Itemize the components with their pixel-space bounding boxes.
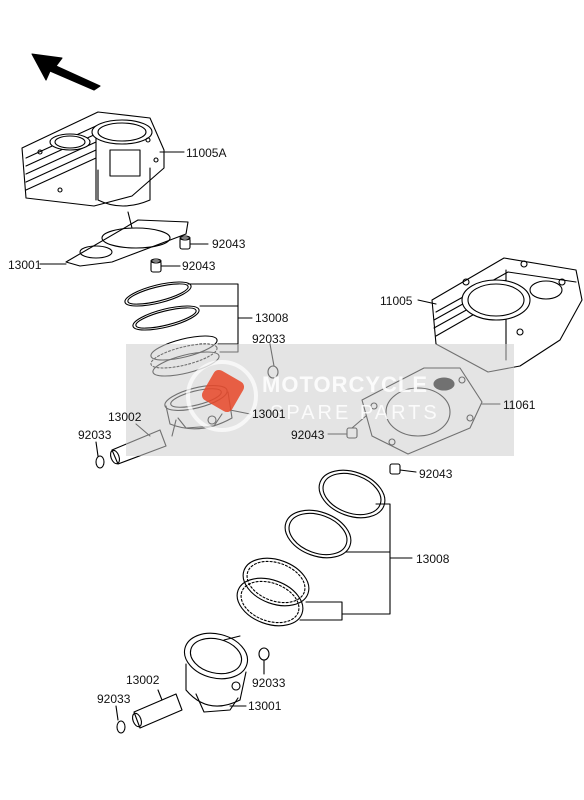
piston-13001-bottom [183, 632, 249, 713]
part-label-92043-a: 92043 [212, 237, 246, 251]
watermark-line-2: SPARE PARTS [270, 402, 440, 424]
part-label-13002-bottom: 13002 [126, 673, 160, 687]
part-label-13001-gasket: 13001 [8, 258, 42, 272]
piston-pin-clip-92033-bottom-left [115, 705, 126, 734]
part-label-13001-top-piston: 13001 [252, 407, 286, 421]
front-direction-arrow [31, 53, 101, 91]
piston-ring-set-13008-bottom [236, 469, 413, 627]
watermark-logo-ring [186, 360, 258, 432]
watermark-line-1: MOTORCYCLE [262, 372, 429, 397]
part-label-92033-bottom-left: 92033 [97, 692, 131, 706]
part-label-92033-top-right: 92033 [252, 332, 286, 346]
part-label-13008-bottom: 13008 [416, 552, 450, 566]
part-label-11005a: 11005A [186, 146, 227, 160]
part-label-92033-top-left: 92033 [78, 428, 112, 442]
part-label-11005: 11005 [380, 294, 413, 308]
piston-pin-clip-92033-bottom-right [258, 647, 270, 675]
dowel-pin-92043-a [179, 235, 209, 250]
cylinder-11005a [21, 111, 185, 207]
dowel-pin-92043-b [150, 258, 181, 273]
part-label-92043-b: 92043 [182, 259, 216, 273]
part-label-13002-top: 13002 [108, 410, 142, 424]
part-label-13001-bottom-piston: 13001 [248, 699, 282, 713]
part-label-11061: 11061 [503, 398, 536, 412]
dowel-pin-92043-d [389, 463, 417, 475]
piston-pin-clip-92033-top-left [95, 441, 105, 469]
piston-pin-13002-bottom [131, 689, 183, 729]
part-label-13008-top: 13008 [255, 311, 289, 325]
part-label-92043-c: 92043 [291, 428, 325, 442]
cylinder-11005 [417, 257, 583, 373]
part-label-92043-d: 92043 [419, 467, 453, 481]
cylinder-base-gasket-13001 [39, 211, 189, 267]
part-label-92033-bottom-right: 92033 [252, 676, 286, 690]
